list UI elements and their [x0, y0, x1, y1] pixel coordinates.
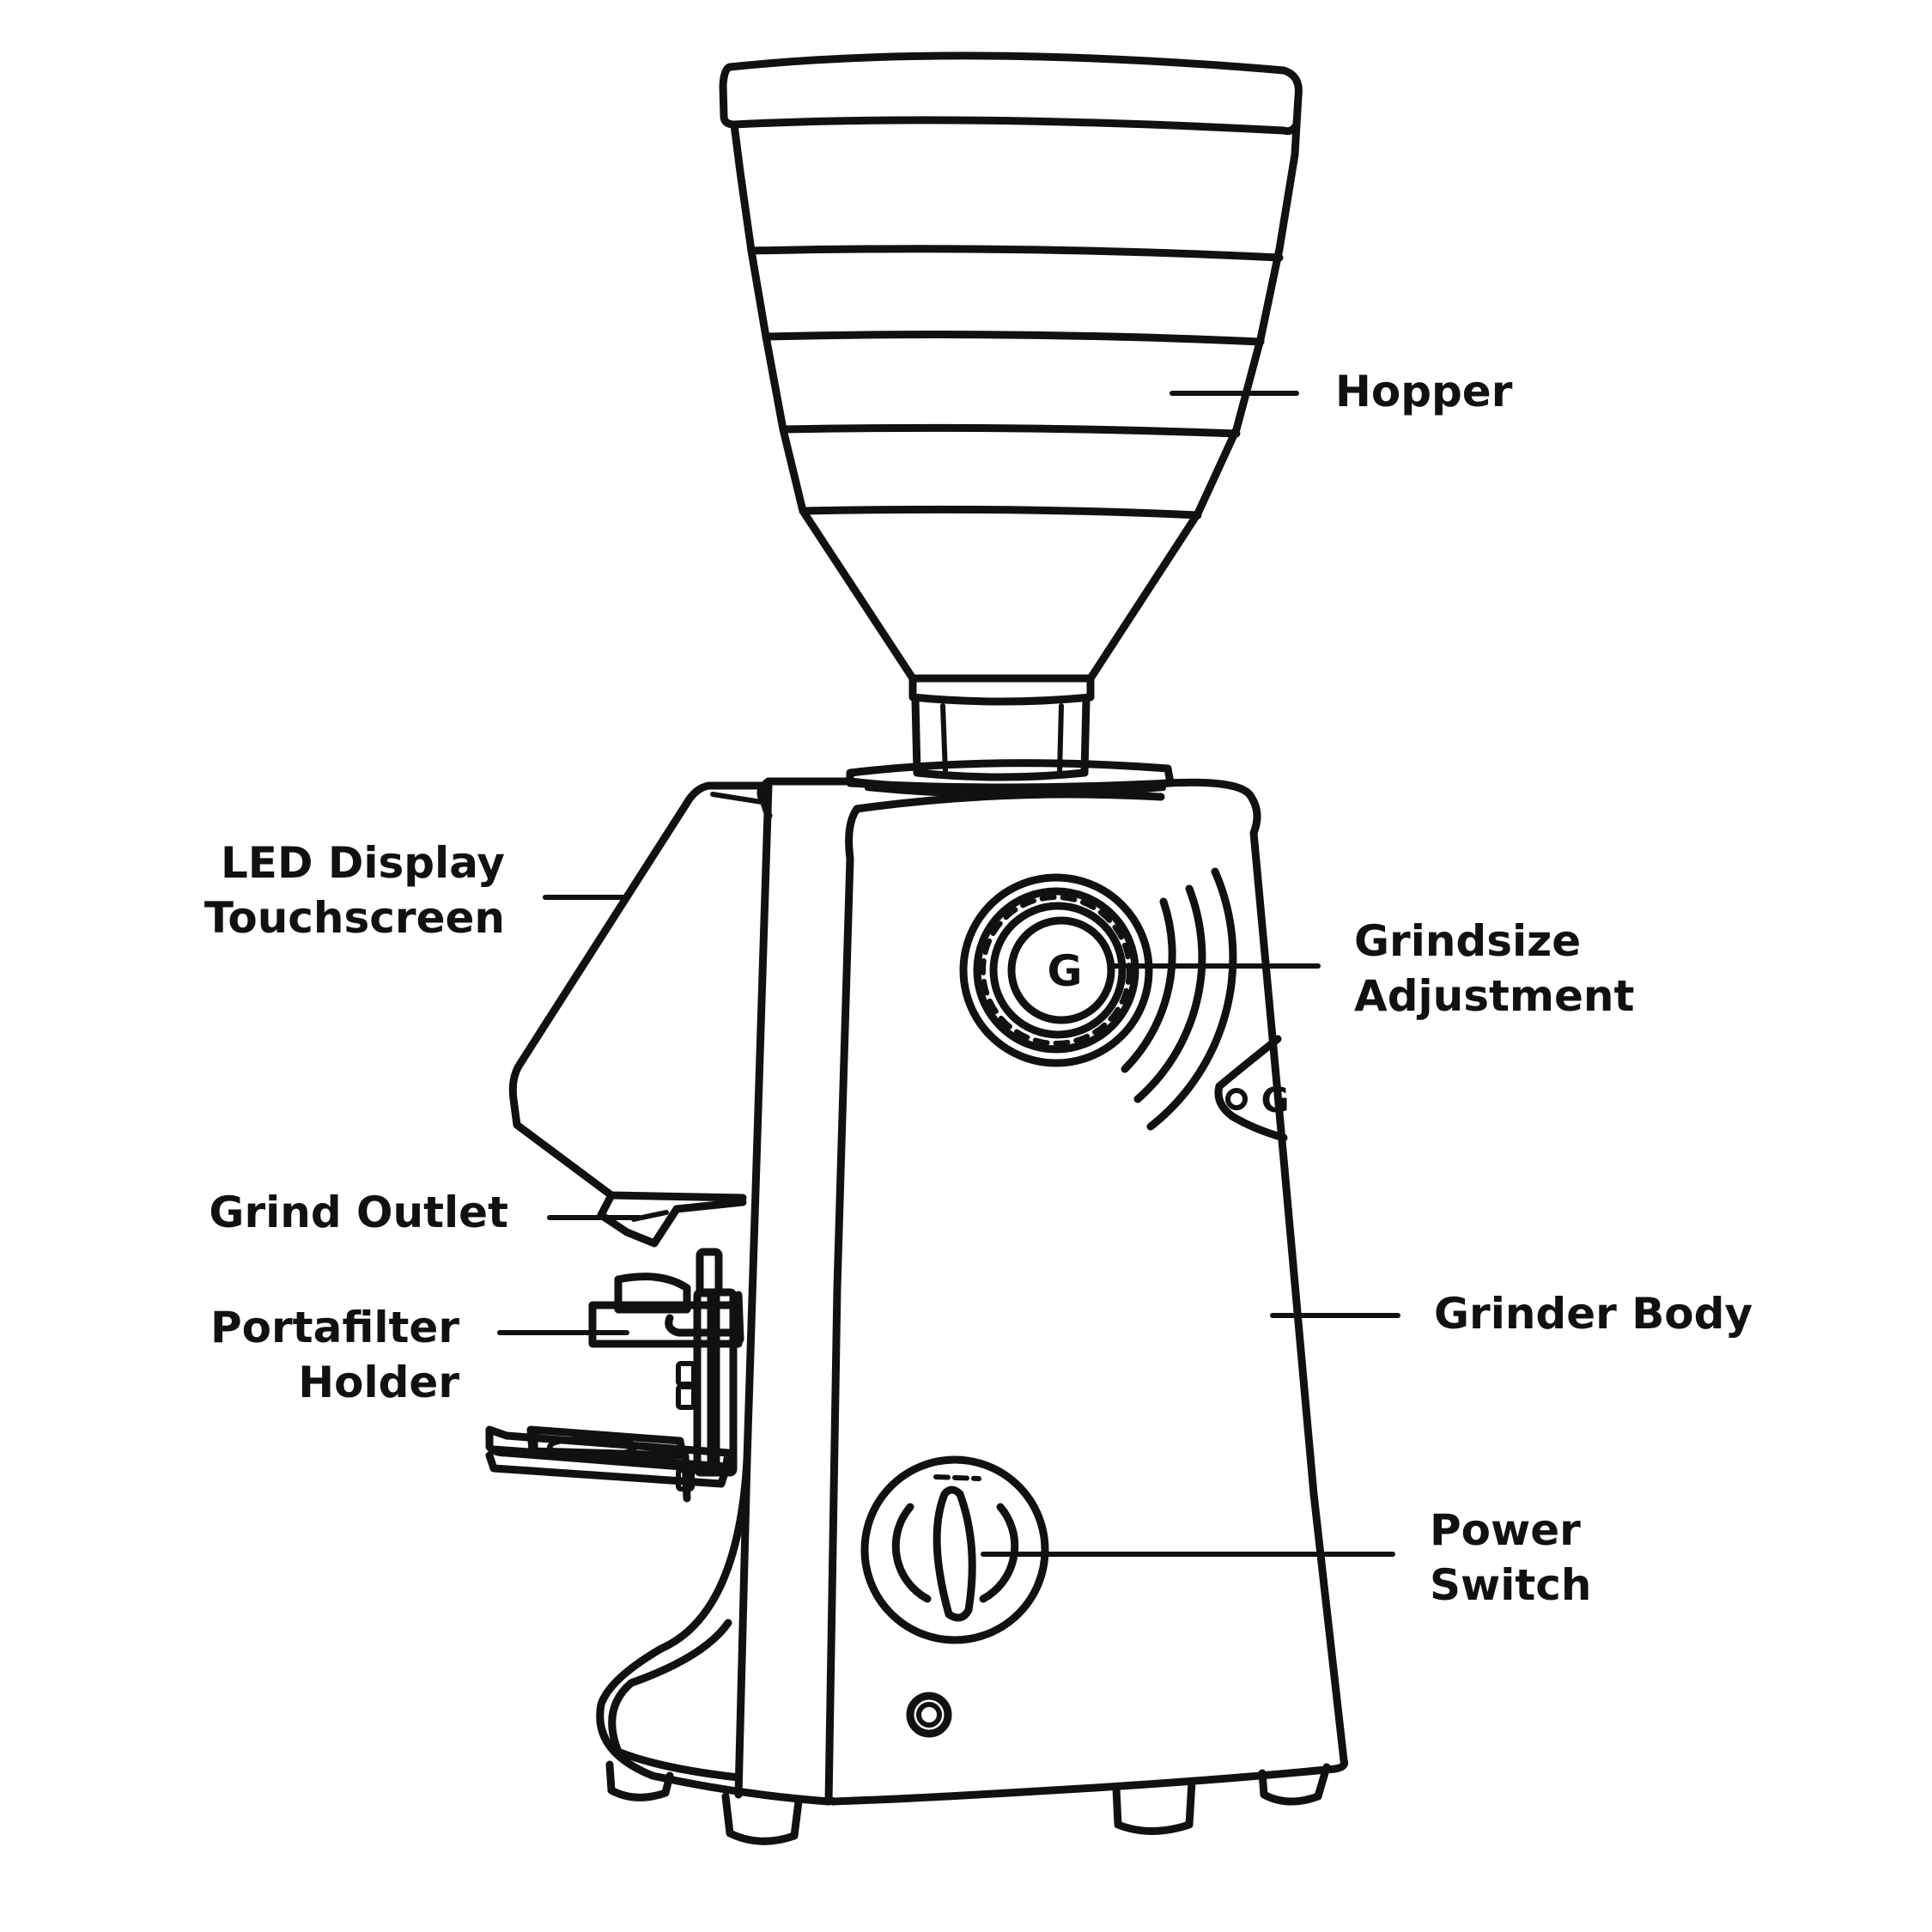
grindsize-dial-drawing: G	[959, 867, 1237, 1131]
power-switch-label: Power Switch	[1430, 1505, 1592, 1610]
grindsize-adjustment-label: Grindsize Adjustment	[1354, 916, 1635, 1021]
grind-outlet-label: Grind Outlet	[209, 1188, 508, 1237]
portafilter-holder-label: Portafilter Holder	[210, 1303, 459, 1407]
hopper-label: Hopper	[1335, 367, 1513, 416]
badge-logo-letter: G	[1261, 1081, 1290, 1121]
grinder-body-label: Grinder Body	[1434, 1289, 1753, 1339]
portafilter-holder-drawing	[485, 1248, 744, 1503]
led-display-drawing	[508, 781, 773, 1202]
brand-badge-drawing: G	[1214, 1035, 1290, 1142]
dial-logo-letter: G	[1047, 946, 1082, 996]
power-switch-drawing	[860, 1455, 1049, 1738]
hopper-drawing	[719, 52, 1303, 781]
led-display-touchscreen-label: LED Display Touchscreen	[204, 838, 505, 943]
